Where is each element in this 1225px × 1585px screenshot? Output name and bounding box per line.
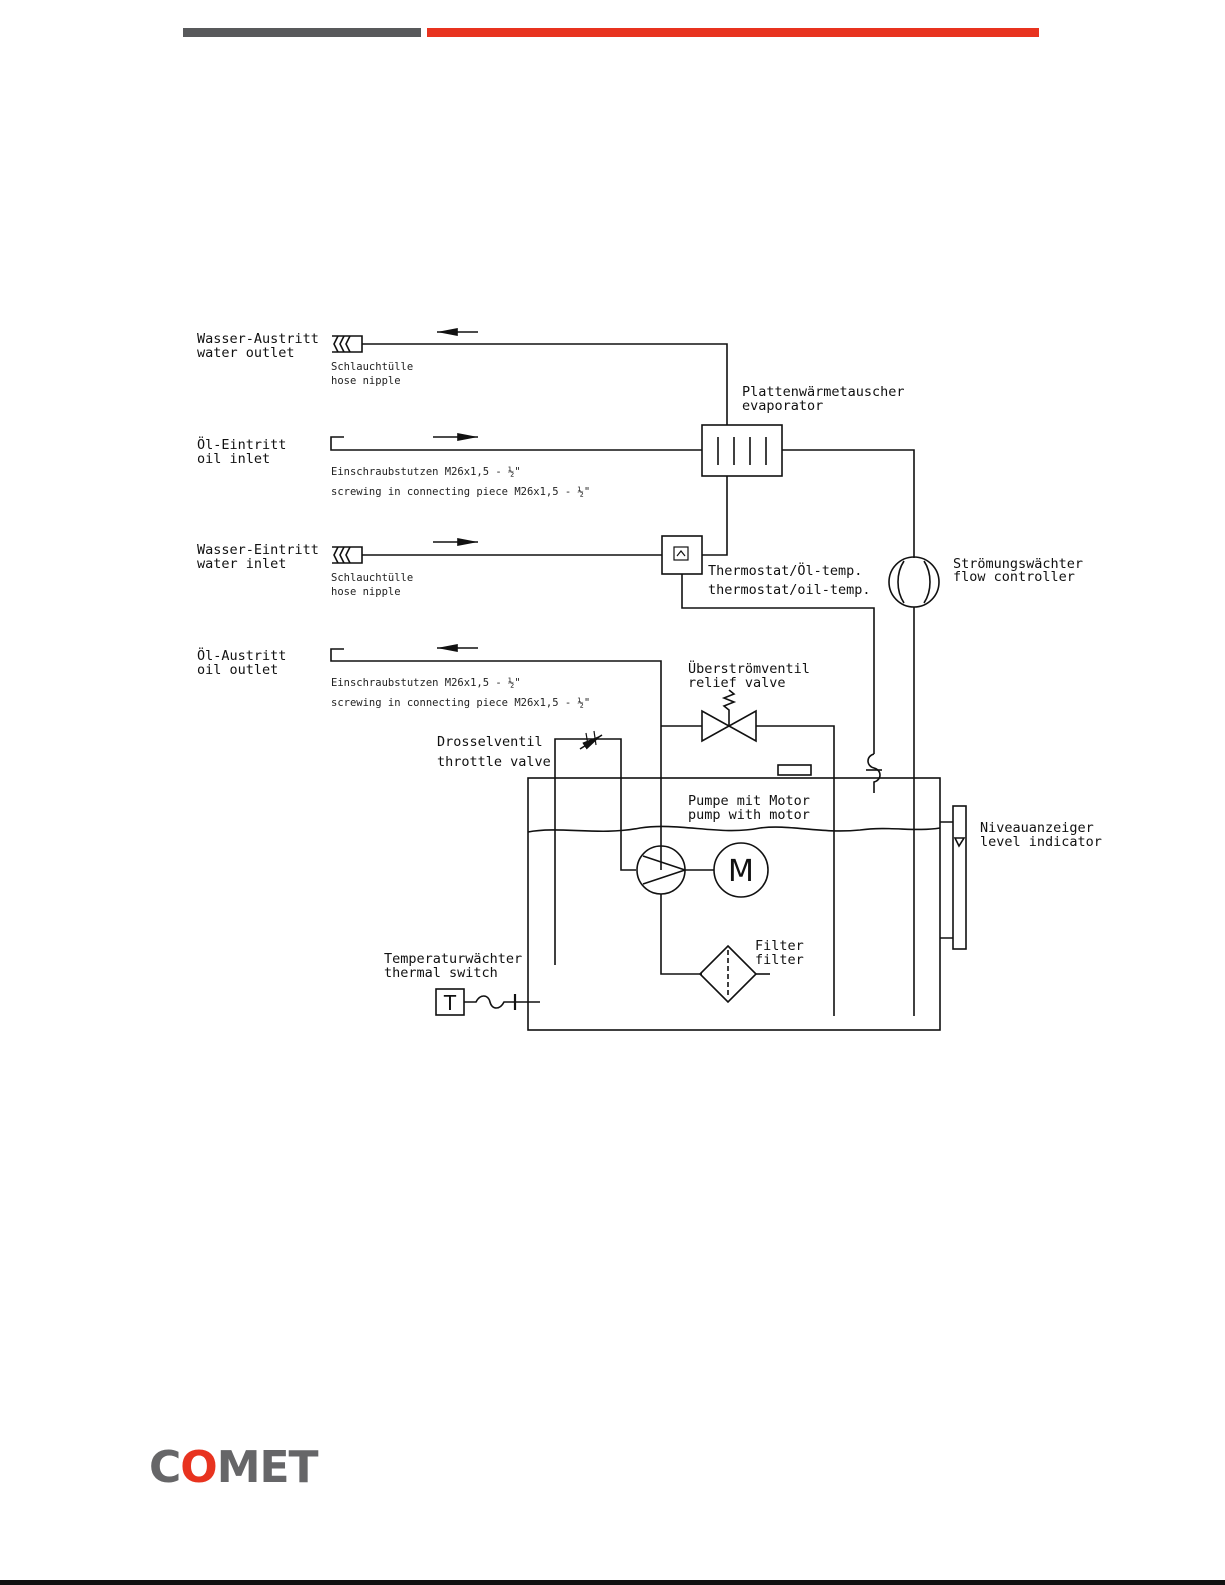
water-outlet-label-de: Wasser-Austritt: [197, 331, 319, 347]
oil-inlet-label-de: Öl-Eintritt: [197, 435, 286, 453]
level-indicator-label-en: level indicator: [980, 834, 1102, 850]
evaporator-label-en: evaporator: [742, 398, 823, 414]
thermostat-label-en: thermostat/oil-temp.: [708, 582, 871, 598]
throttle-valve-label-de: Drosselventil: [437, 734, 543, 750]
filter-icon: [698, 944, 770, 1004]
level-indicator-label-de: Niveauanzeiger: [980, 820, 1094, 836]
thermal-switch-label-de: Temperaturwächter: [384, 951, 522, 967]
filter-label-en: filter: [755, 952, 804, 968]
water-inlet-line: [362, 538, 662, 556]
water-outlet-label-en: water outlet: [197, 345, 295, 361]
throttle-valve-label-en: throttle valve: [437, 754, 551, 770]
footer-line: [0, 1580, 1225, 1585]
screw-label-de: Einschraubstutzen M26x1,5 - ½": [331, 466, 521, 478]
screw-label-en: screwing in connecting piece M26x1,5 - ½…: [331, 697, 590, 709]
throttle-valve-icon: [554, 730, 636, 965]
tank-outline: [527, 764, 941, 1031]
hose-nipple-icon: [332, 335, 363, 353]
motor-symbol: M: [728, 854, 754, 889]
evaporator-label-de: Plattenwärmetauscher: [742, 384, 905, 400]
pump-icon: [636, 845, 714, 975]
thermostat-label-de: Thermostat/Öl-temp.: [708, 561, 862, 579]
water-outlet-line: [362, 328, 728, 425]
pump-label-en: pump with motor: [688, 807, 810, 823]
evaporator-icon: [701, 424, 915, 558]
water-inlet-label-en: water inlet: [197, 556, 286, 572]
thermal-switch-icon: [435, 988, 540, 1016]
hose-nipple-label-en: hose nipple: [331, 375, 401, 387]
flow-controller-icon: [888, 556, 940, 1016]
comet-logo: COMET: [149, 1446, 319, 1490]
oil-outlet-label-de: Öl-Austritt: [197, 646, 286, 664]
logo-text-accent: O: [180, 1442, 217, 1493]
filter-label-de: Filter: [755, 938, 804, 954]
flow-controller-label-de: Strömungswächter: [953, 556, 1083, 572]
thermostat-icon: [661, 535, 882, 793]
hose-nipple-label-de: Schlauchtülle: [331, 361, 413, 373]
thermal-switch-label-en: thermal switch: [384, 965, 498, 981]
header-bar-gray: [183, 28, 421, 37]
flow-controller-label-en: flow controller: [953, 569, 1075, 585]
screw-label-en: screwing in connecting piece M26x1,5 - ½…: [331, 486, 590, 498]
header-bar-red: [427, 28, 1039, 37]
hose-nipple-label-en: hose nipple: [331, 586, 401, 598]
oil-outlet-line: [330, 644, 662, 870]
logo-text-suffix: MET: [216, 1442, 319, 1493]
hose-nipple-icon: [332, 546, 363, 564]
motor-icon: [713, 842, 769, 898]
screw-label-de: Einschraubstutzen M26x1,5 - ½": [331, 677, 521, 689]
thermal-symbol: T: [443, 991, 457, 1015]
oil-outlet-label-en: oil outlet: [197, 662, 278, 678]
logo-text-prefix: C: [149, 1442, 181, 1493]
pump-label-de: Pumpe mit Motor: [688, 793, 810, 809]
relief-valve-label-en: relief valve: [688, 675, 786, 691]
level-indicator-icon: [940, 805, 967, 950]
relief-valve-label-de: Überströmventil: [688, 659, 810, 677]
relief-valve-icon: [661, 689, 835, 1016]
water-inlet-label-de: Wasser-Eintritt: [197, 542, 319, 558]
oil-inlet-line: [330, 433, 702, 451]
oil-inlet-label-en: oil inlet: [197, 451, 270, 467]
hose-nipple-label-de: Schlauchtülle: [331, 572, 413, 584]
